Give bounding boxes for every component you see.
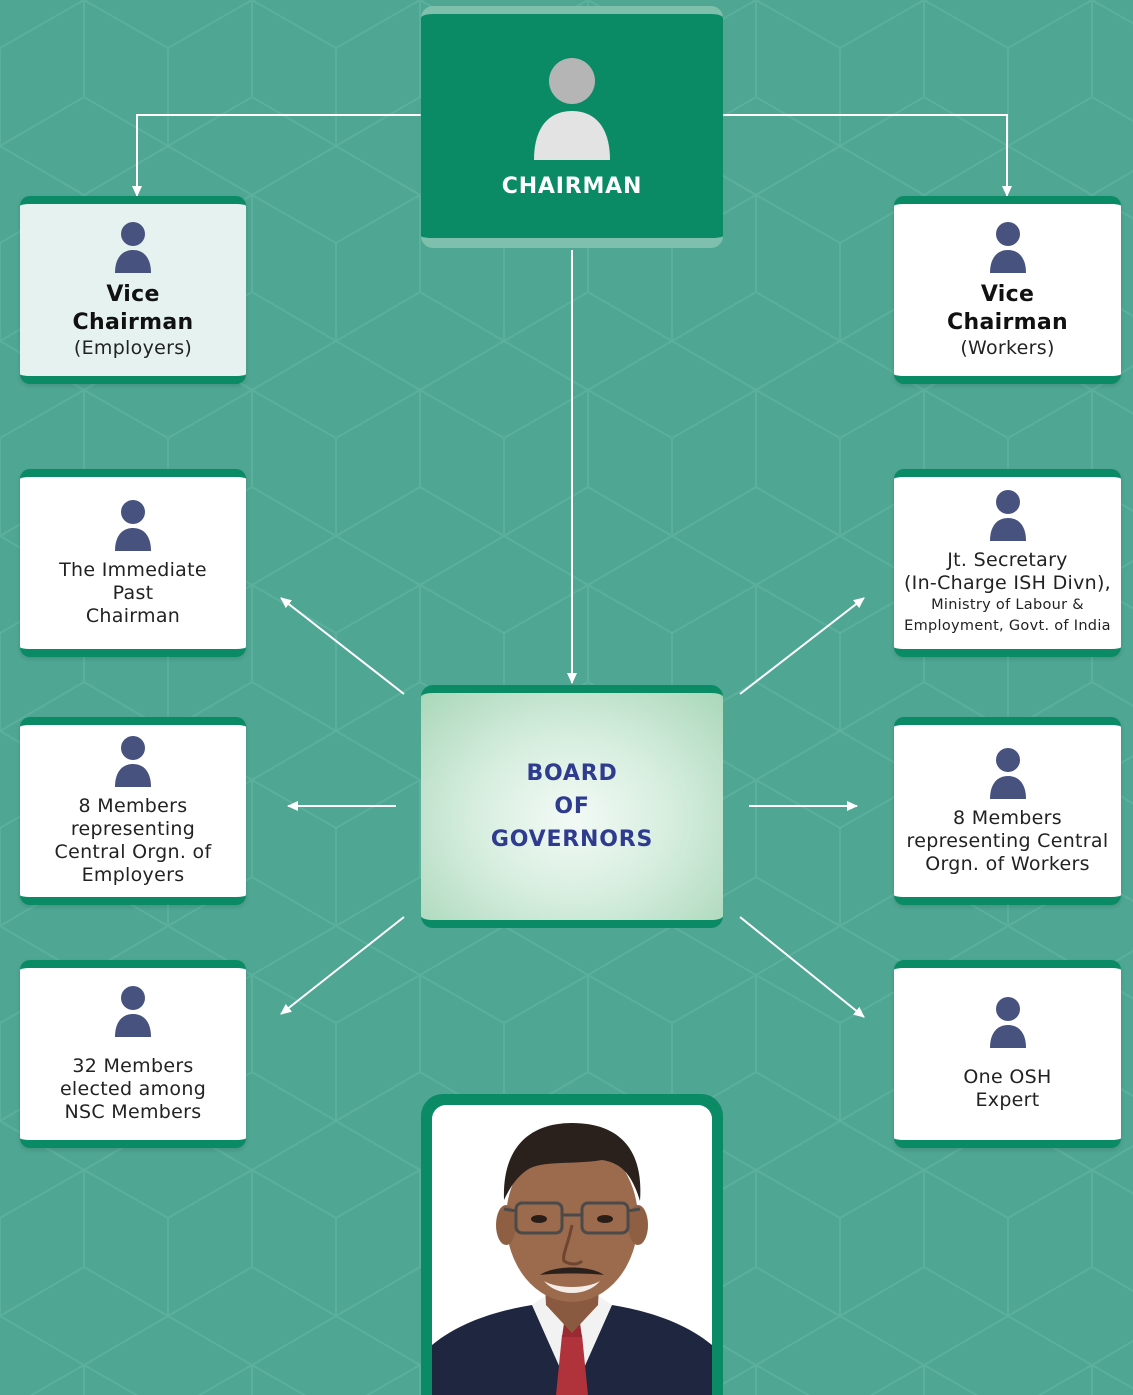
person-icon bbox=[988, 747, 1028, 799]
jt-secretary-line: (In-Charge ISH Divn), bbox=[903, 572, 1112, 594]
employers-members-line: representing bbox=[70, 818, 196, 840]
nsc-members-line: 32 Members bbox=[72, 1054, 194, 1077]
person-icon bbox=[113, 985, 153, 1037]
person-silhouette-icon bbox=[532, 54, 612, 160]
chairman-photo-frame bbox=[421, 1094, 723, 1395]
vice-chairman-workers-card: Vice Chairman (Workers) bbox=[894, 196, 1121, 384]
board-title-line: OF bbox=[554, 794, 590, 819]
person-icon bbox=[113, 221, 153, 273]
board-of-governors-card: BOARD OF GOVERNORS bbox=[421, 685, 723, 928]
vice-chairman-line2: Chairman bbox=[947, 309, 1068, 335]
vice-chairman-line1: Vice bbox=[980, 281, 1035, 307]
past-chairman-line: The Immediate bbox=[59, 558, 207, 581]
person-icon bbox=[988, 489, 1028, 541]
employers-members-card: 8 Members representing Central Orgn. of … bbox=[20, 717, 246, 905]
person-icon bbox=[113, 499, 153, 551]
employers-members-line: Employers bbox=[81, 864, 185, 886]
past-chairman-line: Past bbox=[112, 581, 154, 604]
osh-expert-card: One OSH Expert bbox=[894, 960, 1121, 1148]
workers-members-line: representing Central bbox=[906, 829, 1109, 852]
workers-members-line: 8 Members bbox=[953, 806, 1062, 829]
jt-secretary-ministry-line: Employment, Govt. of India bbox=[904, 618, 1111, 634]
osh-expert-line: One OSH bbox=[963, 1066, 1052, 1088]
vice-chairman-subtitle: (Workers) bbox=[960, 336, 1055, 359]
person-icon bbox=[113, 735, 153, 787]
vice-chairman-line1: Vice bbox=[106, 281, 160, 307]
past-chairman-card: The Immediate Past Chairman bbox=[20, 469, 246, 657]
workers-members-card: 8 Members representing Central Orgn. of … bbox=[894, 717, 1121, 905]
nsc-members-card: 32 Members elected among NSC Members bbox=[20, 960, 246, 1148]
nsc-members-line: NSC Members bbox=[64, 1100, 202, 1123]
person-icon bbox=[988, 221, 1028, 273]
vice-chairman-subtitle: (Employers) bbox=[73, 336, 193, 359]
jt-secretary-card: Jt. Secretary (In-Charge ISH Divn), Mini… bbox=[894, 469, 1121, 657]
employers-members-line: 8 Members bbox=[78, 795, 188, 817]
person-icon bbox=[988, 996, 1028, 1048]
employers-members-line: Central Orgn. of bbox=[54, 841, 212, 863]
board-title-line: BOARD bbox=[526, 761, 618, 786]
workers-members-line: Orgn. of Workers bbox=[925, 852, 1090, 875]
chairman-title: CHAIRMAN bbox=[501, 173, 643, 199]
osh-expert-line: Expert bbox=[975, 1089, 1040, 1111]
vice-chairman-line2: Chairman bbox=[72, 309, 194, 335]
jt-secretary-line: Jt. Secretary bbox=[947, 549, 1068, 571]
nsc-members-line: elected among bbox=[59, 1077, 207, 1100]
jt-secretary-ministry-line: Ministry of Labour & bbox=[931, 597, 1084, 613]
chairman-portrait bbox=[432, 1105, 712, 1395]
vice-chairman-employers-card: Vice Chairman (Employers) bbox=[20, 196, 246, 384]
chairman-card: CHAIRMAN bbox=[421, 6, 723, 248]
past-chairman-line: Chairman bbox=[85, 604, 181, 627]
board-title-line: GOVERNORS bbox=[490, 827, 654, 852]
